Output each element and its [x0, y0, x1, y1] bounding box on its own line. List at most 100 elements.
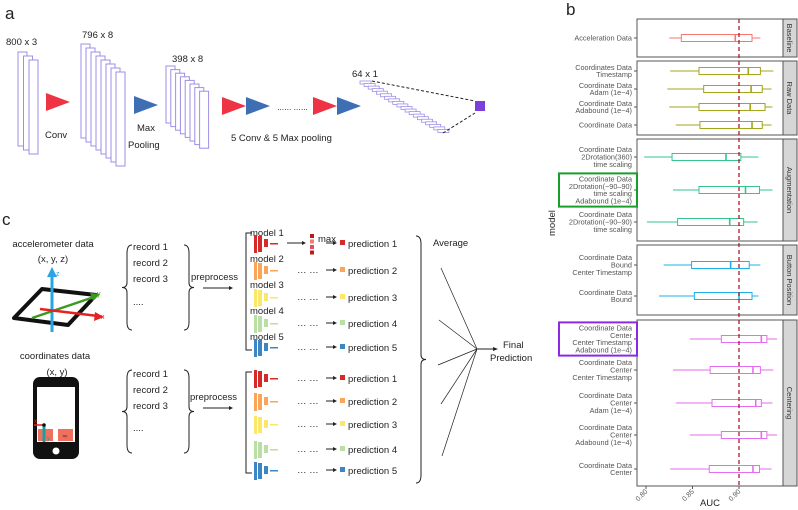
preprocess-label-1: preprocess	[191, 272, 238, 283]
prediction-arrowhead	[333, 468, 337, 472]
prediction-arrowhead	[333, 447, 337, 451]
model-layer-bar	[258, 236, 262, 252]
model-layer-bar	[264, 397, 268, 405]
facet-strip	[782, 319, 798, 487]
y-tick-label: Center	[610, 468, 632, 477]
box-iqr	[708, 465, 760, 473]
model-layer-bar	[258, 417, 262, 433]
box-iqr	[680, 34, 753, 42]
box-iqr	[698, 186, 760, 194]
tilted-phone-icon	[12, 287, 98, 327]
pooling-label: Pooling	[128, 140, 160, 151]
y-tick-label: Coordinate Data	[579, 81, 633, 90]
panel-c-ensemble-pipeline: c accelerometer data (x, y, z) coordinat…	[2, 210, 532, 484]
average-label: Average	[433, 238, 468, 249]
conv-arrow	[313, 97, 337, 115]
model-label: model 3	[250, 280, 284, 291]
final-arrowhead	[493, 347, 498, 351]
prediction-marker	[340, 344, 345, 349]
prediction-label: prediction 1	[348, 239, 397, 250]
repeat-label: 5 Conv & 5 Max pooling	[231, 133, 332, 144]
model-layer-bar	[258, 371, 262, 387]
prediction-marker	[340, 240, 345, 245]
prediction-label: prediction 3	[348, 420, 397, 431]
max-candidate	[310, 239, 314, 244]
model-layer-bar	[258, 442, 262, 458]
panel-a-cnn-architecture: a 800 x 3 796 x 8 398 x 8 64 x 1 Conv Ma…	[5, 4, 485, 167]
prediction-marker	[340, 267, 345, 272]
model-layer-bar	[270, 347, 278, 349]
facet-label: Raw Data	[785, 82, 794, 116]
prediction-label: prediction 3	[348, 293, 397, 304]
layer-stack-input	[28, 59, 39, 155]
y-tick-label: Adabound (1e−4)	[575, 345, 632, 354]
prediction-marker	[340, 421, 345, 426]
facet-label: Button Position	[785, 255, 794, 305]
pool-arrow	[134, 96, 158, 114]
dim-label-conv1: 796 x 8	[82, 30, 113, 41]
ellipsis: … …	[297, 265, 319, 276]
y-tick-label: Center	[610, 431, 632, 440]
facet-strip	[782, 138, 798, 242]
box-iqr	[698, 103, 766, 111]
x-axis-label: AUC	[700, 498, 720, 509]
x-axis-arrow	[39, 307, 99, 318]
model-layer-bar	[258, 263, 262, 279]
model-layer-bar	[254, 262, 257, 280]
model-layer-bar	[270, 449, 278, 451]
dense-connection-line	[442, 112, 476, 134]
record-brace-open	[121, 244, 133, 331]
model-layer-bar	[270, 470, 278, 472]
model-layer-bar	[254, 235, 257, 253]
record-brace-close	[183, 369, 195, 454]
accel-title: accelerometer data	[12, 239, 94, 250]
y-tick-label: Center Timestamp	[572, 373, 632, 382]
x-axis-arrowhead	[94, 312, 104, 321]
y-tick-label: Coordinate Data	[579, 288, 633, 297]
home-button	[52, 447, 60, 455]
prediction-marker	[340, 375, 345, 380]
model-layer-bar	[258, 394, 262, 410]
preprocess-arrowhead	[229, 286, 233, 290]
highlight-box	[558, 321, 638, 357]
preprocess-label-2: preprocess	[190, 392, 237, 403]
box-iqr	[671, 153, 742, 161]
y-tick-label: Coordinate Data	[579, 461, 633, 470]
average-line	[437, 348, 478, 366]
box-iqr	[709, 366, 761, 374]
y-tick-label: Timestamp	[596, 70, 632, 79]
model-output-arrowhead	[302, 241, 306, 245]
z-axis-arrowhead	[47, 267, 57, 277]
y-coordinate-label: y	[47, 436, 50, 442]
average-brace	[415, 235, 427, 484]
pool-arrow	[337, 97, 361, 115]
box-iqr	[677, 218, 745, 226]
pool-arrow	[246, 97, 270, 115]
model-layer-bar	[258, 463, 262, 479]
y-tick-label: Coordinate Data	[579, 175, 633, 184]
model-layer-bar	[270, 424, 278, 426]
y-tick-label: Coordinate Data	[579, 358, 633, 367]
coord-vars: (x, y)	[46, 367, 67, 378]
x-tick-label: 0.90	[728, 488, 743, 503]
model-layer-bar	[264, 374, 268, 382]
model-layer-bar	[264, 239, 268, 247]
prediction-marker	[340, 398, 345, 403]
dim-label-final: 64 x 1	[352, 69, 378, 80]
box-iqr	[703, 85, 763, 93]
box-iqr	[711, 399, 762, 407]
conv-label: Conv	[45, 130, 67, 141]
tap-label: tap	[63, 434, 68, 438]
model-layer-bar	[254, 289, 257, 307]
prediction-label: prediction 4	[348, 445, 397, 456]
x-tick-label: 0.80	[635, 488, 650, 503]
y-tick-label: time scaling	[593, 189, 632, 198]
panel-letter-c: c	[2, 210, 11, 229]
y-tick-label: Adam (1e−4)	[590, 406, 632, 415]
ellipsis: … …	[297, 342, 319, 353]
model-layer-bar	[264, 319, 268, 327]
y-tick-label: Adam (1e−4)	[590, 88, 632, 97]
record-label: ....	[133, 423, 144, 434]
y-axis-arrow	[31, 295, 95, 320]
